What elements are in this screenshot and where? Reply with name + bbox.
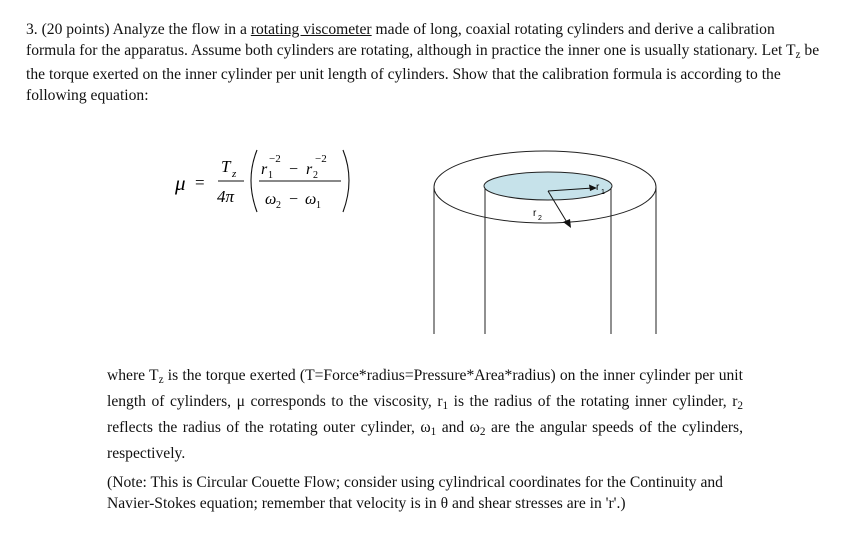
formula-equals: = xyxy=(195,173,205,192)
formula-r2: r xyxy=(306,161,313,178)
r1-label: r xyxy=(596,182,600,193)
desc-omega-2: ω xyxy=(469,419,480,437)
r1-label-sub: 1 xyxy=(601,189,605,196)
formula-omega-2-sub: 2 xyxy=(276,200,281,211)
inner-cylinder-top xyxy=(483,171,613,201)
desc-omega-1-subscript: 1 xyxy=(430,426,437,439)
note-text-1: (Note: This is Circular Couette Flow; co… xyxy=(107,474,723,512)
problem-statement: 3. (20 points) Analyze the flow in a rot… xyxy=(26,20,826,107)
desc-mu-symbol: μ xyxy=(236,393,245,411)
formula-omega-1-sub: 1 xyxy=(316,200,321,211)
formula-r1: r xyxy=(261,161,268,178)
formula-torque-sub-z: z xyxy=(231,168,237,180)
formula-r1-exponent: −2 xyxy=(269,153,281,165)
formula-left-paren xyxy=(250,149,258,213)
desc-text-7: are the angular speeds of the cylinders,… xyxy=(107,419,744,463)
coaxial-cylinders-diagram: r 1 r 2 xyxy=(433,150,657,334)
r2-label-sub: 2 xyxy=(538,215,542,222)
formula-minus-2: − xyxy=(289,191,298,208)
calibration-formula: μ = T z 4π r 1 −2 − r 2 −2 ω 2 − ω 1 xyxy=(174,149,350,213)
formula-four-pi: 4π xyxy=(217,187,235,206)
formula-right-paren xyxy=(342,149,350,213)
desc-subscript-z: z xyxy=(158,374,164,387)
formula-r2-sub: 2 xyxy=(313,170,318,181)
radius-r2-arrow xyxy=(547,190,569,225)
problem-number: 3. xyxy=(26,21,38,38)
problem-text-3: be the torque exerted on the inner cylin… xyxy=(26,41,820,104)
r2-label: r xyxy=(533,208,537,219)
couette-flow-note: (Note: This is Circular Couette Flow; co… xyxy=(107,472,727,514)
radius-r1-arrow xyxy=(547,187,594,192)
radius-r1-arrowhead xyxy=(589,184,597,191)
desc-omega-2-subscript: 2 xyxy=(479,426,486,439)
note-text-2: and shear stresses are in 'r'.) xyxy=(451,495,626,512)
desc-subscript-2: 2 xyxy=(737,400,744,413)
formula-torque-T: T xyxy=(221,157,232,176)
formula-omega-2: ω xyxy=(265,191,276,208)
desc-subscript-1: 1 xyxy=(442,400,449,413)
formula-mu: μ xyxy=(174,171,186,195)
problem-text-2: made of long, coaxial rotating cylinders… xyxy=(26,21,796,59)
problem-points: (20 points) xyxy=(41,21,110,38)
formula-minus-1: − xyxy=(289,161,298,178)
desc-text-5: reflects the radius of the rotating oute… xyxy=(107,419,415,437)
desc-text-6: and xyxy=(441,419,465,437)
note-theta-symbol: θ xyxy=(440,495,449,512)
desc-text-4: is the radius of the rotating inner cyli… xyxy=(453,393,738,411)
formula-omega-1: ω xyxy=(305,191,316,208)
desc-omega-1: ω xyxy=(420,419,431,437)
problem-text-1: Analyze the flow in a xyxy=(112,21,247,38)
rotating-viscometer-link[interactable]: rotating viscometer xyxy=(250,21,372,38)
problem-subscript-z: z xyxy=(795,48,801,61)
radius-r2-arrowhead xyxy=(563,219,571,228)
desc-text-3: corresponds to the viscosity, r xyxy=(250,393,443,411)
desc-text-2: is the torque exerted (T=Force*radius=Pr… xyxy=(107,367,743,411)
variable-description: where Tz is the torque exerted (T=Force*… xyxy=(107,365,743,464)
formula-r2-exponent: −2 xyxy=(315,153,327,165)
desc-text-1: where T xyxy=(107,367,159,384)
formula-r1-sub: 1 xyxy=(268,170,273,181)
